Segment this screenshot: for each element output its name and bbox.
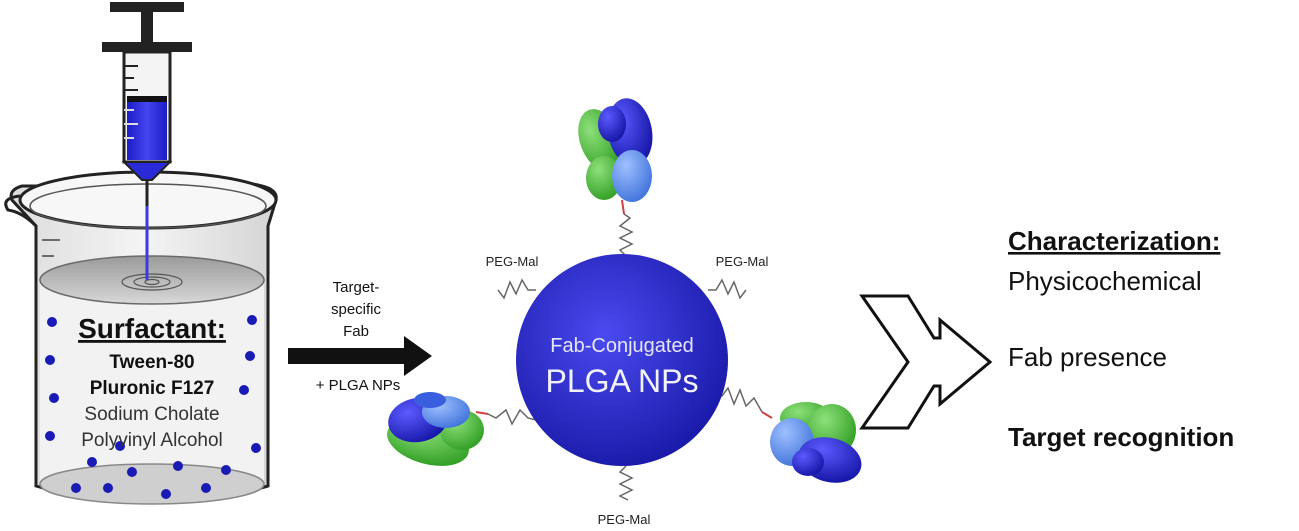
syringe-ticks (124, 65, 138, 139)
peg-linker (497, 278, 536, 300)
nanoparticle-label-line2: PLGA NPs (546, 363, 699, 399)
surfactant-heading: Surfactant: (78, 313, 226, 344)
peg-mal-label: PEG-Mal (486, 254, 539, 269)
syringe-plunger-rod (141, 12, 153, 42)
beaker-liquid (40, 280, 264, 499)
beaker-spout (4, 194, 38, 228)
arrow-shape (288, 336, 432, 376)
surfactant-item: Pluronic F127 (90, 378, 215, 399)
fab-fragment (578, 98, 653, 202)
arrow-bottom-label: + PLGA NPs (316, 377, 401, 394)
syringe-plunger-cap (110, 2, 184, 12)
peg-linker (618, 213, 634, 257)
plga-nanoparticle (516, 254, 728, 466)
surfactant-item: Sodium Cholate (84, 404, 219, 425)
syringe-tip (121, 161, 173, 181)
characterization-panel: Characterization: Physicochemical Fab pr… (1008, 226, 1234, 452)
peg-linker (708, 278, 747, 300)
solution-particles (45, 315, 261, 499)
ripple (133, 276, 171, 288)
syringe (102, 2, 192, 280)
peg-linker (618, 465, 634, 501)
fab-fragment (387, 392, 484, 466)
characterization-item: Fab presence (1008, 342, 1167, 372)
arrow-label-line: Target- (333, 279, 380, 296)
nanoparticle-assembly: Fab-Conjugated PLGA NPs PEG-Mal PEG-Mal … (387, 98, 862, 527)
beaker-bottom (39, 463, 265, 505)
syringe-flange (102, 42, 192, 52)
peg-linker (487, 408, 537, 426)
surfactant-item: Tween-80 (109, 352, 194, 373)
ripple (144, 278, 160, 286)
maleimide-bond (761, 411, 773, 419)
peg-linker (711, 386, 763, 413)
characterization-heading: Characterization: (1008, 226, 1220, 256)
reaction-arrow: Target- specific Fab + PLGA NPs (288, 279, 432, 394)
ripple (121, 273, 183, 291)
beaker: Surfactant: Tween-80 Pluronic F127 Sodiu… (4, 170, 278, 505)
characterization-item: Target recognition (1008, 422, 1234, 452)
nanoparticle-label-line1: Fab-Conjugated (550, 335, 693, 357)
maleimide-bond (621, 199, 625, 215)
chevron-arrow-icon (859, 294, 993, 430)
arrow-label-line: Fab (343, 323, 369, 340)
characterization-item: Physicochemical (1008, 266, 1202, 296)
fab-fragment (770, 402, 862, 483)
arrow-label-line: specific (331, 301, 382, 318)
peg-mal-label: PEG-Mal (598, 512, 651, 527)
surfactant-item: Polyvinyl Alcohol (81, 430, 223, 451)
maleimide-bond (475, 411, 489, 415)
peg-mal-label: PEG-Mal (716, 254, 769, 269)
